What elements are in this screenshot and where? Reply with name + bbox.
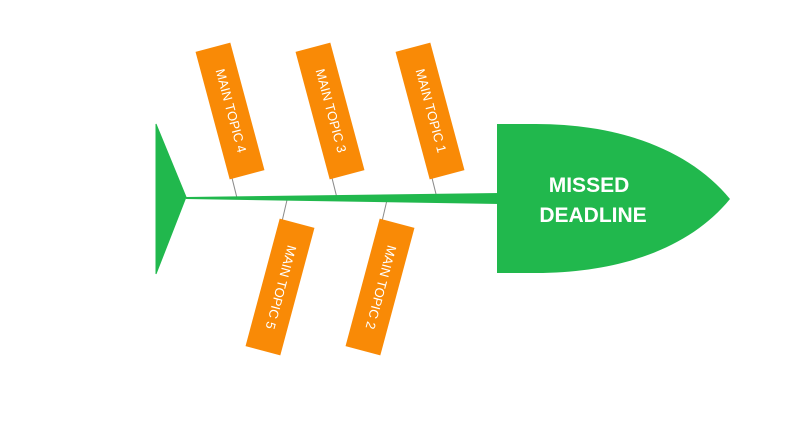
topic-box-1-bg (395, 42, 465, 180)
topic-box-3-bg (295, 42, 365, 180)
fish-head (497, 124, 730, 273)
topic-box-4-bg (195, 42, 265, 180)
topic-box-2-bg (345, 218, 415, 356)
head-label-line1: MISSED (549, 174, 630, 197)
fish-tail (155, 123, 187, 275)
topic-box-5-bg (245, 218, 315, 356)
topic-box-4: MAIN TOPIC 4 (195, 42, 265, 180)
head-label-line2: DEADLINE (539, 204, 646, 227)
topic-box-5: MAIN TOPIC 5 (245, 218, 315, 356)
topic-box-2: MAIN TOPIC 2 (345, 218, 415, 356)
topic-box-1: MAIN TOPIC 1 (395, 42, 465, 180)
topic-box-3: MAIN TOPIC 3 (295, 42, 365, 180)
